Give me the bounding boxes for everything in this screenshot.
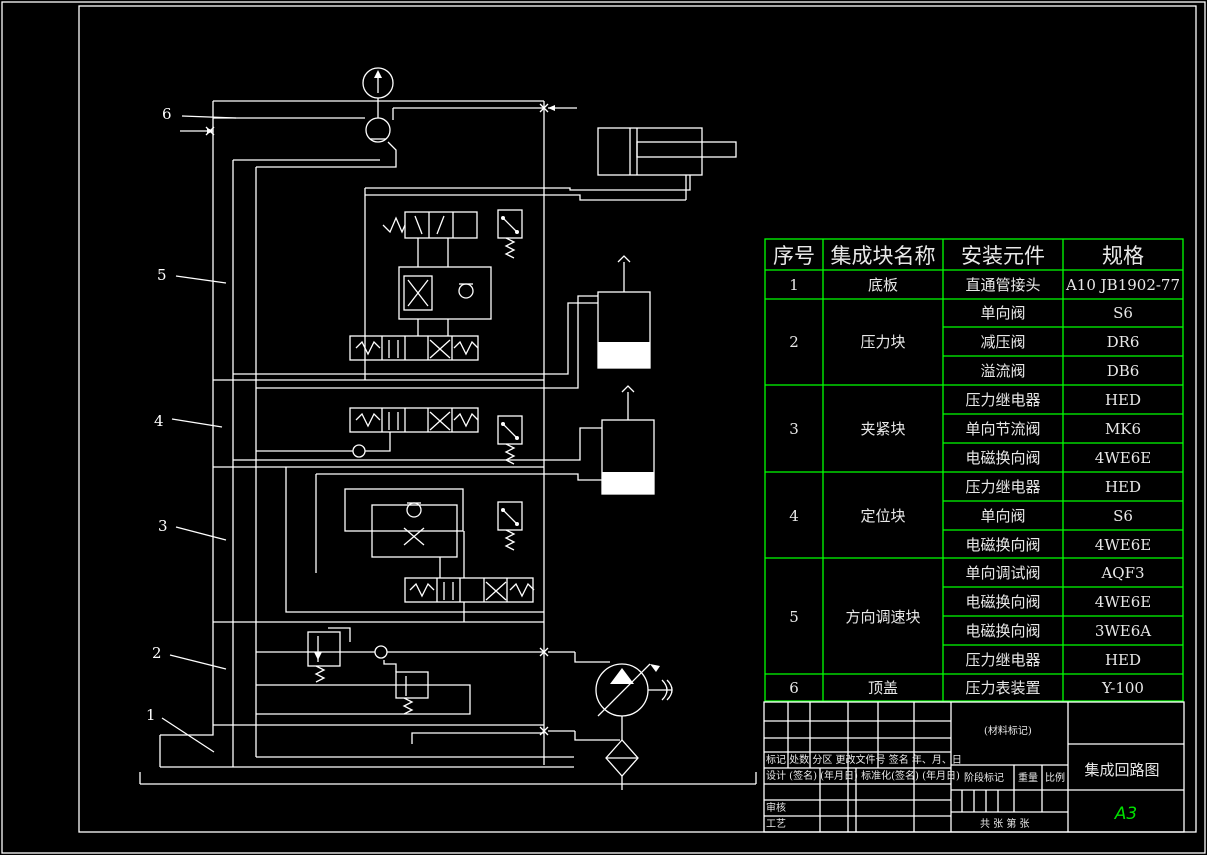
parts-table [764,238,1184,702]
hydraulic-circuit [139,67,757,790]
callout-6: 6 [162,105,172,123]
component-spec: DB6 [1107,362,1140,380]
weight-label: 重量 [1018,771,1038,784]
solenoid-valve-2-icon [349,407,479,433]
component-spec: AQF3 [1100,564,1144,582]
component-name: 单向节流阀 [965,420,1040,438]
group-name: 方向调速块 [845,608,920,626]
check-valve-icon [352,444,366,458]
group-no: 6 [789,679,799,697]
cylinder-1-icon [597,127,703,176]
sheet-count-label: 共 张 第 张 [980,817,1030,830]
group-name: 定位块 [860,507,905,525]
callout-4: 4 [154,412,164,430]
group-no: 2 [789,333,799,351]
component-name: 电磁换向阀 [965,536,1040,554]
callout-5: 5 [157,266,167,284]
title-block-design-row: 设计 (签名) (年月日) 标准化(签名) (年月日) [766,769,960,782]
component-name: 直通管接头 [965,276,1040,294]
throttle-check-block [398,266,492,320]
throttle-check-block-2 [371,504,458,558]
group-no: 1 [789,276,799,294]
component-name: 压力继电器 [965,478,1040,496]
pressure-switch-3-icon [497,501,523,531]
material-mark: (材料标记) [984,724,1032,737]
callout-1: 1 [146,706,156,724]
component-spec: Y-100 [1101,679,1144,697]
callout-3: 3 [158,517,168,535]
group-name: 夹紧块 [860,420,905,438]
drawing-title: 集成回路图 [1084,761,1159,779]
title-block [763,701,1185,833]
component-name: 电磁换向阀 [965,622,1040,640]
stage-mark-label: 阶段标记 [964,771,1004,784]
component-name: 溢流阀 [980,362,1025,380]
solenoid-valve-1-icon [349,335,479,361]
group-no: 4 [789,507,799,525]
title-block-review: 审核 [766,801,786,814]
component-spec: 4WE6E [1095,536,1151,554]
component-spec: HED [1105,478,1141,496]
component-spec: S6 [1113,304,1133,322]
component-name: 压力继电器 [965,391,1040,409]
component-spec: 3WE6A [1095,622,1151,640]
pressure-switch-2-icon [497,415,523,445]
component-name: 压力继电器 [965,651,1040,669]
gauge-switch-icon [365,117,391,143]
component-name: 压力表装置 [965,679,1040,697]
title-block-process: 工艺 [766,818,786,830]
header-block-name: 集成块名称 [831,244,936,268]
component-spec: MK6 [1105,420,1141,438]
group-name: 顶盖 [868,679,898,697]
component-spec: DR6 [1107,333,1140,351]
header-component: 安装元件 [961,244,1045,268]
relief-valve-icon [307,631,341,667]
header-spec: 规格 [1102,244,1144,268]
component-name: 单向阀 [980,507,1025,525]
pressure-switch-1-icon [497,209,523,239]
component-spec: HED [1105,651,1141,669]
sheet-size: A3 [1114,804,1137,824]
component-spec: S6 [1113,507,1133,525]
component-spec: 4WE6E [1095,593,1151,611]
component-spec: 4WE6E [1095,449,1151,467]
title-block-mark-row: 标记 处数 分区 更改文件号 签名 年、月、日 [766,753,962,766]
solenoid-valve-3-icon [404,577,534,603]
component-name: 单向调试阀 [965,564,1040,582]
component-name: 电磁换向阀 [965,449,1040,467]
component-spec: HED [1105,391,1141,409]
group-name: 底板 [868,276,898,294]
component-name: 减压阀 [980,333,1025,351]
component-name: 电磁换向阀 [965,593,1040,611]
group-name: 压力块 [860,333,905,351]
group-no: 5 [789,608,799,626]
callout-2: 2 [152,644,162,662]
scale-label: 比例 [1045,771,1065,784]
component-name: 单向阀 [980,304,1025,322]
inner-border [78,5,1197,833]
component-spec: A10 JB1902-77 [1065,276,1180,294]
group-no: 3 [789,420,799,438]
header-no: 序号 [773,244,815,268]
